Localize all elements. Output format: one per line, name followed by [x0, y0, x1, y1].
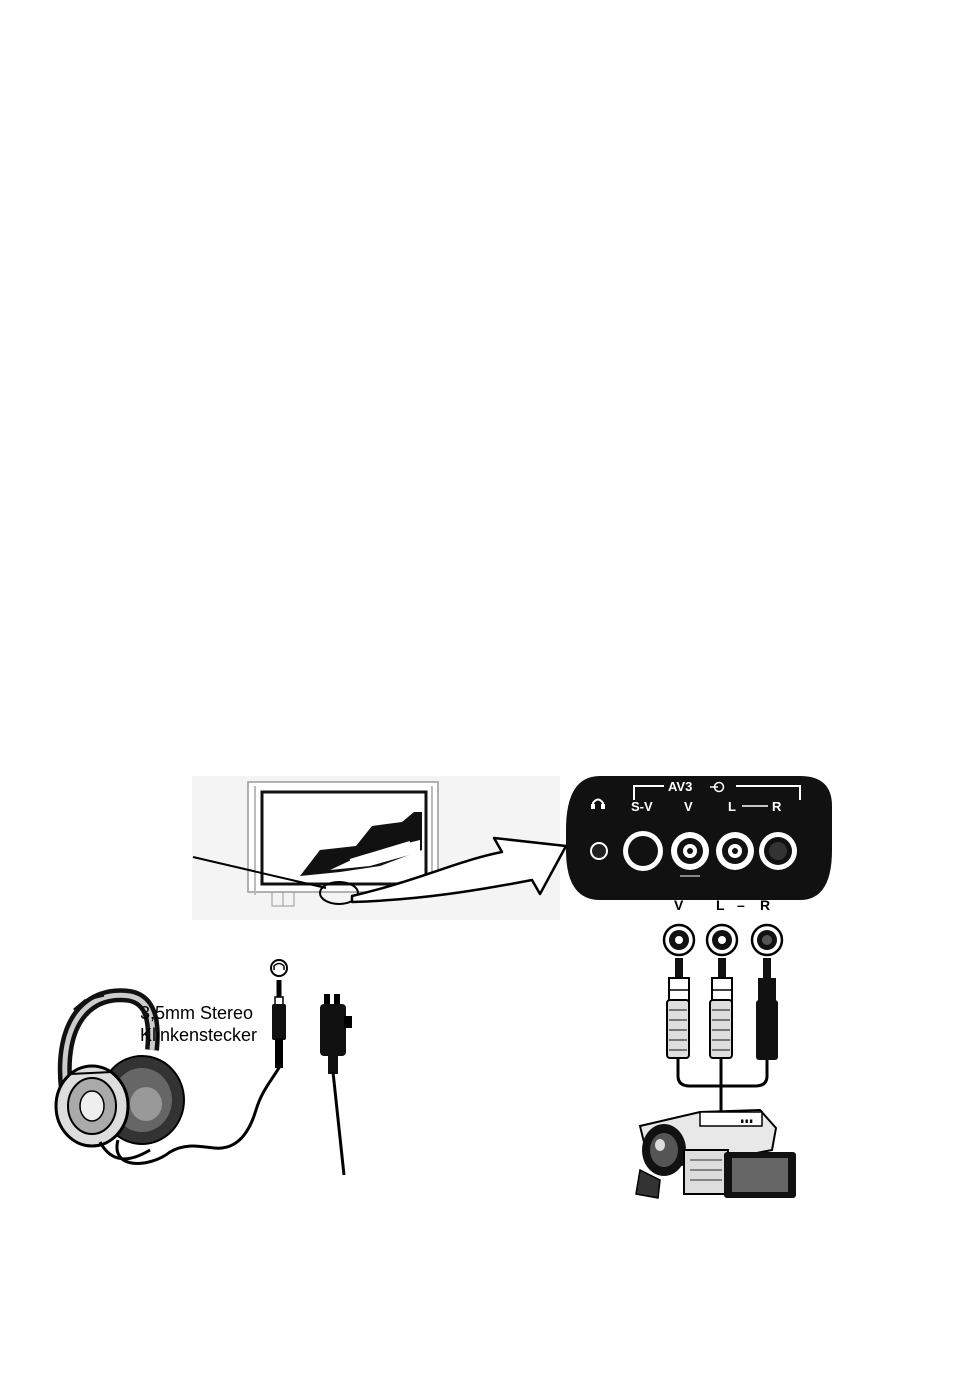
port-label-audio-right: R [772, 799, 782, 814]
headphones-icon [271, 960, 287, 976]
camcorder-badge-mark: ∎∎∎ [740, 1118, 753, 1125]
plug-caption-line2: Klinkenstecker [140, 1025, 257, 1045]
rca-plug-audio-right [752, 925, 782, 1060]
port-label-s-video: S-V [631, 799, 653, 814]
av3-connector-panel: AV3 S-V V L R [566, 776, 832, 900]
cable-label-dash: – [737, 897, 745, 913]
camcorder-illustration: ∎∎∎ [636, 1110, 796, 1198]
stereo-jack-plug [271, 960, 287, 1068]
port-label-audio-left: L [728, 799, 736, 814]
cable-label-r: R [760, 897, 770, 913]
plug-caption-line1: 3,5mm Stereo [140, 1003, 253, 1023]
cable-label-v: V [674, 897, 684, 913]
av3-group-label: AV3 [668, 779, 692, 794]
av-cable [678, 1058, 767, 1112]
socket-connector [320, 994, 352, 1175]
headphone-jack [591, 843, 607, 859]
rca-plug-video [664, 925, 694, 1058]
cable-label-l: L [716, 897, 725, 913]
port-label-video: V [684, 799, 693, 814]
rca-plug-audio-left [707, 925, 737, 1058]
